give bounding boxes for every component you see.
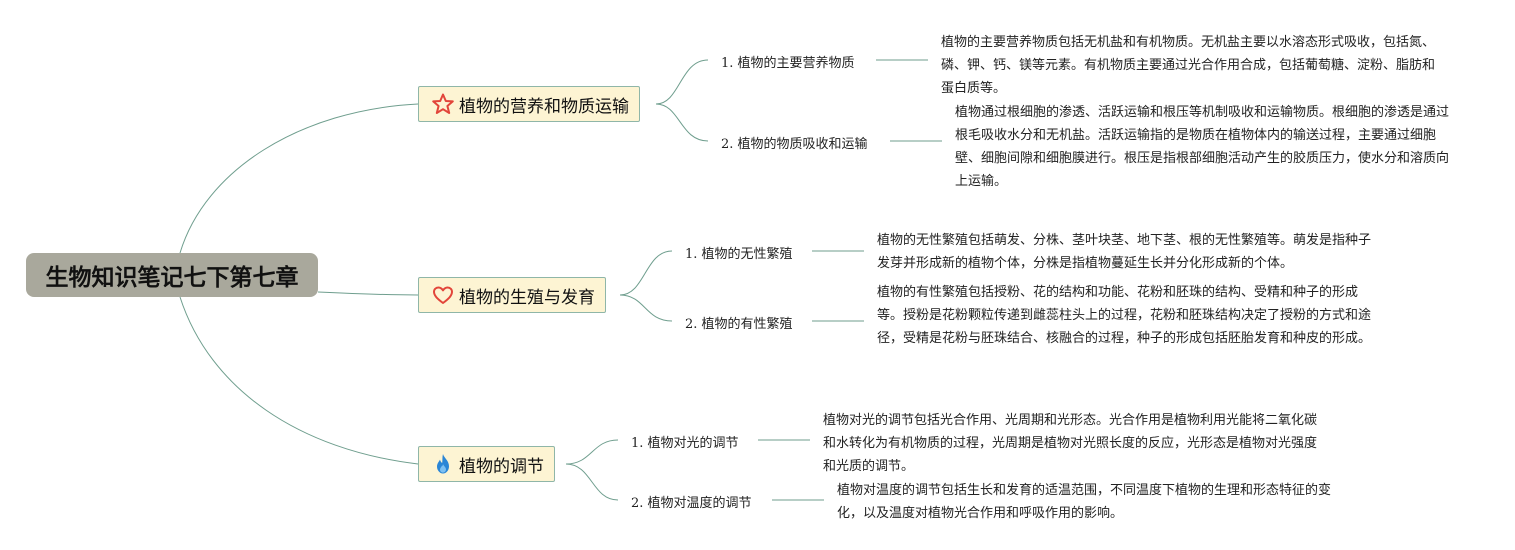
detail-absorption[interactable]: 植物通过根细胞的渗透、活跃运输和根压等机制吸收和运输物质。根细胞的渗透是通过根毛… bbox=[955, 105, 1450, 189]
connector-b2-c1 bbox=[619, 250, 673, 296]
subtopic-nutrients[interactable]: 1. 植物的主要营养物质 bbox=[721, 56, 855, 71]
detail-light[interactable]: 植物对光的调节包括光合作用、光周期和光形态。光合作用是植物利用光能将二氧化碳和水… bbox=[823, 413, 1318, 474]
detail-temperature[interactable]: 植物对温度的调节包括生长和发育的适温范围，不同温度下植物的生理和形态特征的变化，… bbox=[837, 483, 1332, 521]
subtopic-light[interactable]: 1. 植物对光的调节 bbox=[631, 436, 739, 451]
branch-topic-nutrition[interactable]: 植物的营养和物质运输 bbox=[418, 86, 640, 122]
connector-b2-c2 bbox=[619, 294, 673, 322]
connector-root-branch-2 bbox=[317, 291, 419, 296]
detail-nutrients[interactable]: 植物的主要营养物质包括无机盐和有机物质。无机盐主要以水溶态形式吸收，包括氮、磷、… bbox=[941, 35, 1436, 96]
subtopic-sexual[interactable]: 2. 植物的有性繁殖 bbox=[685, 317, 793, 332]
branch-topic-label: 植物的生殖与发育 bbox=[459, 287, 595, 308]
connector-root-branch-1 bbox=[179, 103, 419, 254]
connector-b3-c2 bbox=[565, 463, 619, 501]
branch-topic-regulation[interactable]: 植物的调节 bbox=[418, 446, 555, 482]
connector-b3-c1 bbox=[565, 439, 619, 465]
detail-asexual[interactable]: 植物的无性繁殖包括萌发、分株、茎叶块茎、地下茎、根的无性繁殖等。萌发是指种子发芽… bbox=[877, 233, 1372, 271]
connector-root-branch-3 bbox=[179, 296, 419, 465]
subtopic-temperature[interactable]: 2. 植物对温度的调节 bbox=[631, 496, 752, 511]
detail-sexual[interactable]: 植物的有性繁殖包括授粉、花的结构和功能、花粉和胚珠的结构、受精和种子的形成等。授… bbox=[877, 285, 1372, 346]
connector-b1-c2 bbox=[655, 103, 709, 142]
fire-icon bbox=[437, 454, 449, 474]
star-icon bbox=[432, 93, 454, 114]
connector-b1-c1 bbox=[655, 59, 709, 105]
root-topic-label: 生物知识笔记七下第七章 bbox=[45, 265, 299, 291]
root-topic[interactable]: 生物知识笔记七下第七章 bbox=[26, 253, 318, 297]
branch-topic-label: 植物的营养和物质运输 bbox=[459, 96, 629, 117]
subtopic-asexual[interactable]: 1. 植物的无性繁殖 bbox=[685, 247, 793, 262]
subtopic-absorption[interactable]: 2. 植物的物质吸收和运输 bbox=[721, 137, 868, 152]
branch-topic-label: 植物的调节 bbox=[459, 456, 544, 477]
heart-icon bbox=[433, 286, 453, 304]
branch-topic-reproduction[interactable]: 植物的生殖与发育 bbox=[418, 277, 606, 313]
